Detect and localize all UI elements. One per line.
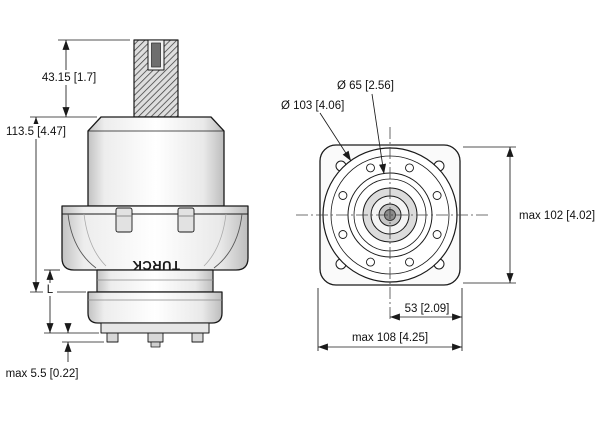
dim-text-bg <box>5 124 67 139</box>
flange-shade-left <box>83 213 107 267</box>
shaft-center-pin <box>151 42 161 68</box>
dim-53: 53 [2.09] <box>405 303 450 315</box>
bolt-holes <box>338 163 442 267</box>
dim-max-108: max 108 [4.25] <box>352 332 428 344</box>
dim-dia-103: Ø 103 [4.06] <box>281 100 344 112</box>
flange-arc-left <box>67 213 97 269</box>
dim-dia-65: Ø 65 [2.56] <box>337 80 394 92</box>
connector-stub <box>150 341 161 348</box>
dim-height: 113.5 [4.47] <box>6 126 66 138</box>
housing-neck <box>96 269 214 293</box>
dim-max-102: max 102 [4.02] <box>519 210 595 222</box>
connector-foot <box>147 332 164 343</box>
dim-shaft-length: 43.15 [1.7] <box>42 72 96 84</box>
bolt-hole <box>405 257 414 267</box>
dim-text-bg <box>40 70 98 85</box>
bolt-hole <box>338 230 348 239</box>
leader-line-dia103 <box>319 112 352 162</box>
front-view-dimensions: Ø 65 [2.56] Ø 103 [4.06] max 102 [4.02] … <box>281 80 595 351</box>
flange-shade-right <box>203 213 227 267</box>
connector-foot <box>106 332 119 343</box>
bolt-hole <box>405 163 414 173</box>
housing-body <box>87 116 225 207</box>
flange-arc-right <box>213 213 243 269</box>
leader-line-dia65 <box>371 93 387 175</box>
clamp-flange <box>61 205 249 271</box>
side-view-dimensions: 43.15 [1.7] 113.5 [4.47] L max 5.5 [0.22… <box>5 39 130 380</box>
bolt-hole <box>432 230 442 239</box>
connector-base <box>87 291 223 324</box>
side-view: TURCK <box>61 39 249 348</box>
flange-screw-left <box>115 207 133 233</box>
bolt-hole <box>366 163 375 173</box>
bolt-hole <box>338 191 348 200</box>
dim-length-l: L <box>47 284 54 296</box>
brand-logo: TURCK <box>132 258 180 273</box>
bolt-hole <box>366 257 375 267</box>
dim-text-bg <box>43 283 57 296</box>
connector-foot <box>191 332 204 343</box>
flange-screw-right <box>177 207 195 233</box>
dim-pin-protrusion: max 5.5 [0.22] <box>6 368 79 380</box>
bolt-hole <box>432 191 442 200</box>
bottom-plate <box>100 322 210 334</box>
front-view <box>296 127 488 322</box>
